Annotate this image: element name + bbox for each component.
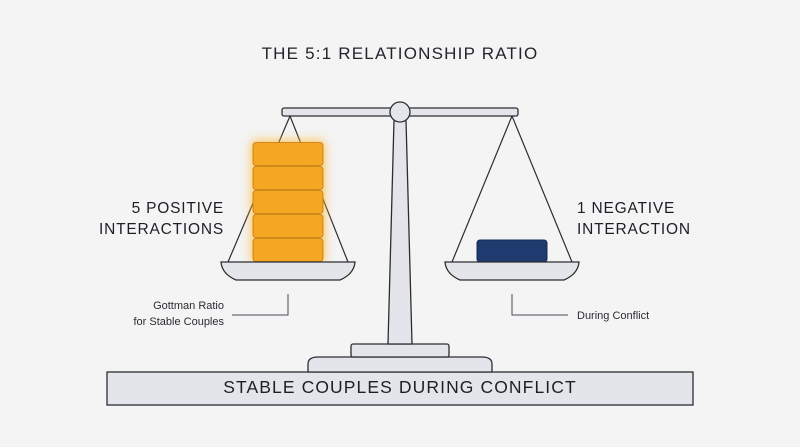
left-pan bbox=[220, 261, 356, 281]
base-platform bbox=[106, 371, 694, 406]
pedestal-lower bbox=[307, 356, 493, 373]
left-callout-line2: for Stable Couples bbox=[133, 316, 225, 328]
center-pillar bbox=[387, 119, 413, 345]
left-label-line1: 5 POSITIVE bbox=[131, 200, 224, 217]
pivot-knob bbox=[389, 101, 411, 123]
negative-block bbox=[476, 239, 548, 263]
diagram-title: THE 5:1 RELATIONSHIP RATIO bbox=[261, 44, 539, 63]
pedestal-upper bbox=[350, 343, 450, 358]
positive-block bbox=[252, 142, 324, 166]
right-callout-connector bbox=[511, 294, 568, 316]
positive-interaction-blocks bbox=[251, 140, 325, 264]
right-label-line1: 1 NEGATIVE bbox=[577, 200, 676, 217]
left-callout-line1: Gottman Ratio bbox=[153, 300, 224, 312]
base-label: STABLE COUPLES DURING CONFLICT bbox=[223, 377, 577, 397]
right-pan bbox=[444, 261, 580, 281]
positive-block bbox=[252, 238, 324, 262]
positive-block bbox=[252, 190, 324, 214]
positive-block bbox=[252, 166, 324, 190]
negative-interaction-blocks bbox=[476, 239, 548, 263]
left-callout-connector bbox=[232, 294, 289, 316]
right-label-line2: INTERACTION bbox=[577, 221, 691, 238]
right-string-1 bbox=[451, 115, 513, 263]
right-string-2 bbox=[511, 115, 573, 263]
left-label-line2: INTERACTIONS bbox=[99, 221, 224, 238]
positive-block bbox=[252, 214, 324, 238]
right-callout: During Conflict bbox=[577, 310, 650, 322]
